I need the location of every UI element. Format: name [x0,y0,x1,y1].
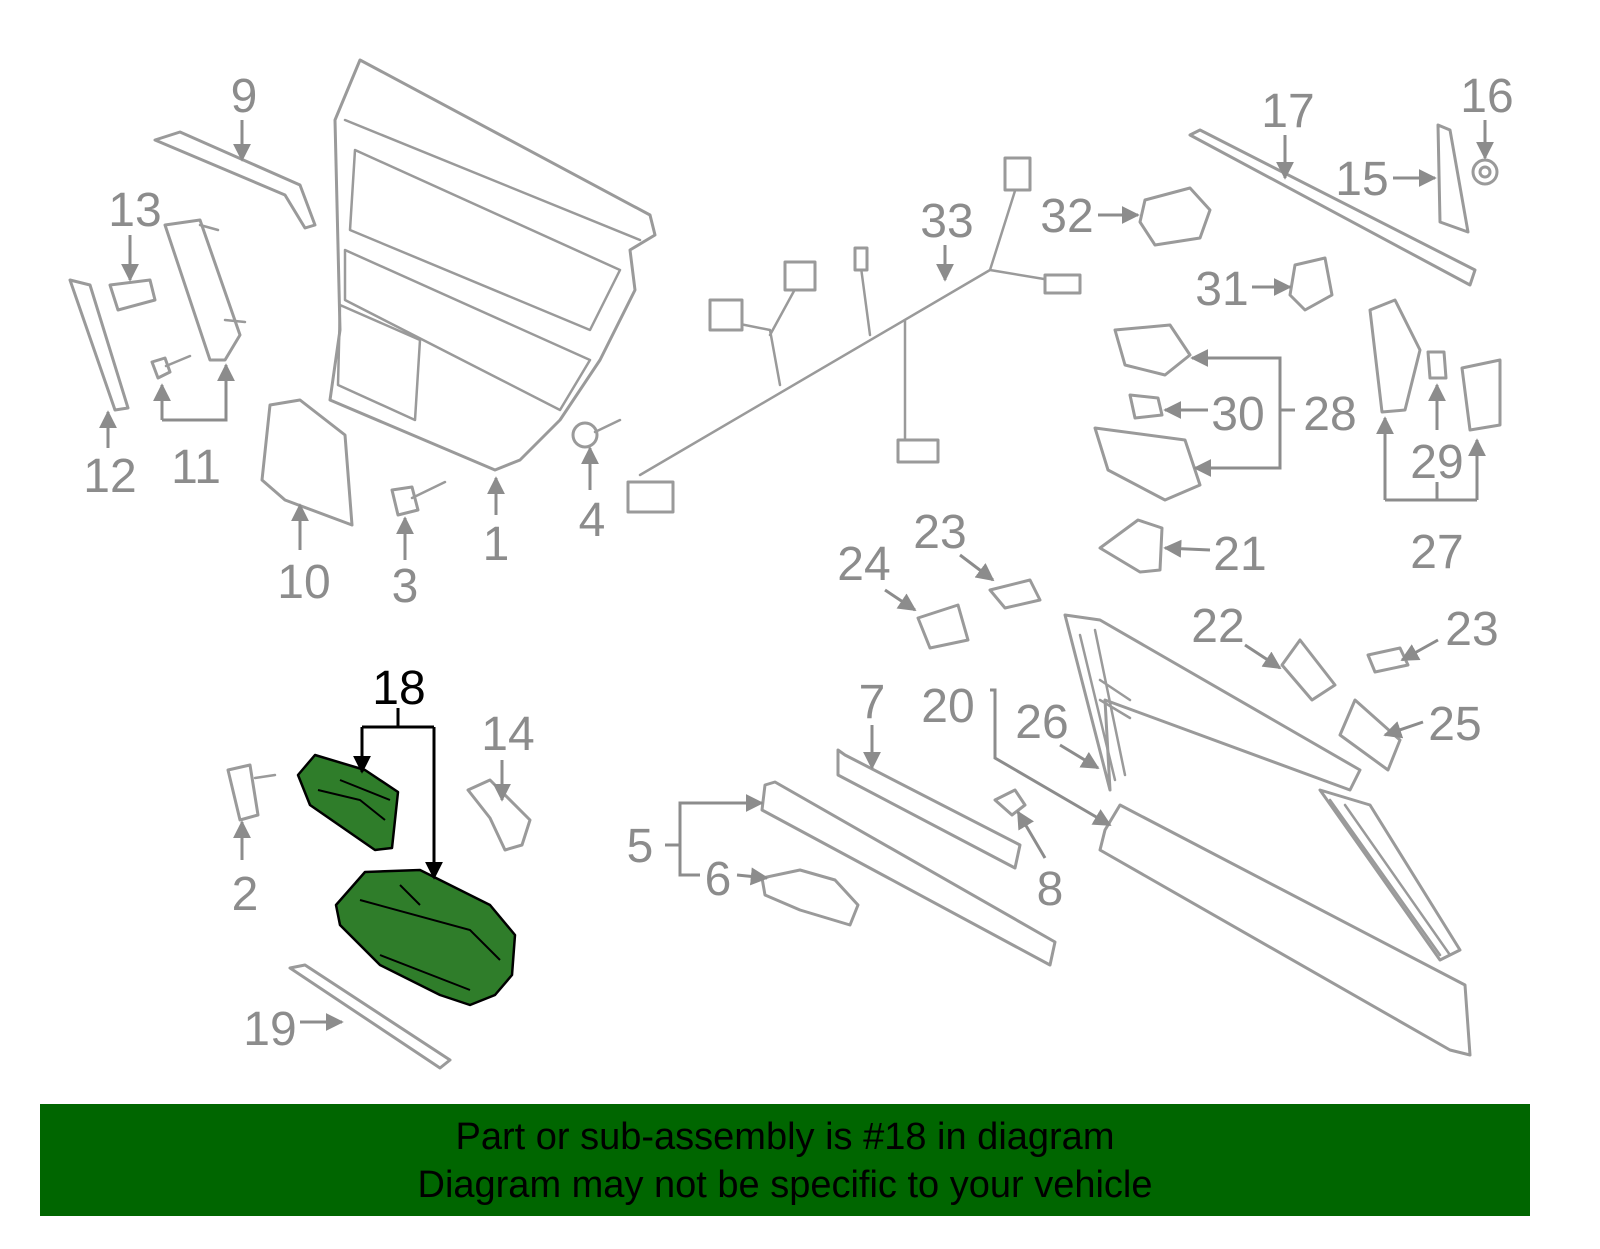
callout-20: 20 [921,680,974,733]
callout-8: 8 [1037,863,1064,916]
part-2-retainer [226,763,277,822]
callout-13: 13 [108,184,161,237]
part-26-sunshade [1063,613,1362,792]
part-19-pocket-trim [288,963,452,1070]
part-29-bulb [1426,350,1448,380]
callout-labels: 1 2 3 4 5 6 7 8 9 10 11 12 13 14 15 16 1… [83,70,1513,1056]
callout-33: 33 [920,195,973,248]
leader-lines [99,120,1494,1031]
part-24-bracket [916,603,970,650]
callout-14: 14 [481,708,534,761]
callout-1: 1 [483,518,510,571]
part-33-wiring-harness [626,156,1082,514]
banner-disclaimer: Diagram may not be specific to your vehi… [417,1164,1153,1206]
callout-9: 9 [231,70,258,123]
callout-17: 17 [1261,85,1314,138]
callout-25: 25 [1428,698,1481,751]
part-13-clip [108,278,157,312]
part-10-speaker-grille [260,398,354,527]
callout-27: 27 [1410,526,1463,579]
part-20-sunshade-rail [1098,788,1472,1057]
part-14-trim [466,778,532,852]
callout-16: 16 [1460,70,1513,123]
part-15-corner-trim [1436,123,1470,234]
part-11-screw [150,354,192,380]
part-17-trim-strip [1188,128,1477,287]
callout-11: 11 [171,441,221,494]
info-banner: Part or sub-assembly is #18 in diagram D… [40,1104,1530,1216]
callout-30: 30 [1211,388,1264,441]
part-23-clip-lower [1366,646,1410,674]
part-3-bolt [390,480,447,517]
callout-32: 32 [1040,190,1093,243]
callout-18: 18 [372,662,425,715]
part-18-storage-pocket [296,753,517,1007]
part-16-grommet [1471,158,1499,186]
part-11-handle-bracket [163,218,247,362]
callout-12: 12 [83,450,136,503]
callout-3: 3 [392,560,419,613]
part-22-handle [1280,638,1337,702]
part-25-bracket [1338,698,1402,772]
part-8-clip [993,788,1027,817]
part-21-cover [1098,518,1164,574]
callout-31: 31 [1195,263,1248,316]
part-1-door-trim-panel [328,58,657,472]
callout-4: 4 [579,494,606,547]
callout-22: 22 [1191,600,1244,653]
callout-10: 10 [277,556,330,609]
callout-7: 7 [859,676,886,729]
part-32-switch [1138,186,1212,247]
part-6-bracket [760,868,860,927]
callout-6: 6 [705,853,732,906]
callout-26: 26 [1015,696,1068,749]
part-28-lamp-housing [1093,323,1202,502]
banner-part-note: Part or sub-assembly is #18 in diagram [455,1116,1115,1158]
callout-23-upper: 23 [913,506,966,559]
callout-5: 5 [627,820,654,873]
callout-21: 21 [1213,528,1266,581]
part-7-trim-strip [836,748,1022,870]
callout-2: 2 [232,868,259,921]
part-12-trim-piece [68,278,130,412]
part-9-trim-strip [153,130,317,230]
part-30-bulb [1128,393,1164,420]
callout-19: 19 [243,1003,296,1056]
callout-15: 15 [1335,153,1388,206]
part-23-clip-upper [988,578,1042,610]
part-4-push-pin [571,418,622,449]
callout-29: 29 [1410,436,1463,489]
callout-24: 24 [837,538,890,591]
callout-23-lower: 23 [1445,603,1498,656]
callout-28: 28 [1303,388,1356,441]
part-31-cap [1288,256,1334,312]
part-27-lamp-assembly [1368,298,1502,432]
